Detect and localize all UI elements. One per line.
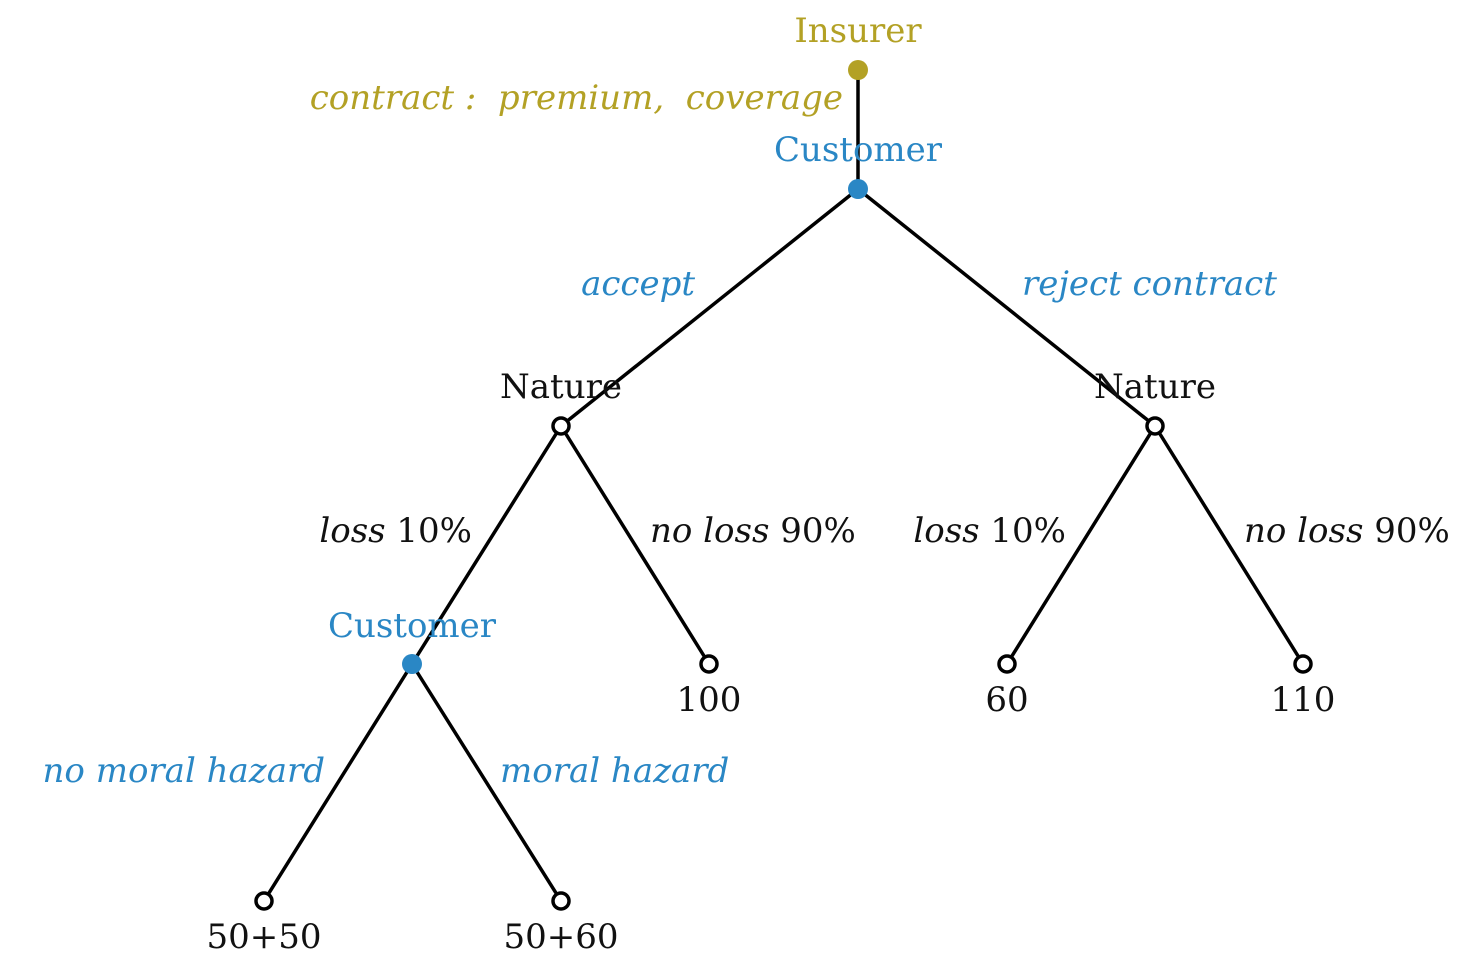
reject-action-label: reject contract [1022,264,1277,304]
nature-label-right: Nature [1094,367,1216,407]
left-noloss-percent: 90% [780,511,856,551]
left-loss-label: loss 10% [319,511,472,551]
no-moral-hazard-label: no moral hazard [43,751,325,791]
insurer-label: Insurer [794,11,922,51]
payoff-left-noloss: 100 [677,680,742,720]
customer-node-top [848,179,868,199]
payoff-right-noloss: 110 [1271,680,1336,720]
terminal-node-left-noloss [699,654,719,674]
customer-label-top: Customer [774,130,943,170]
customer-label-bottom: Customer [328,606,497,646]
left-noloss-word: no loss [650,511,769,551]
right-noloss-label: no loss 90% [1244,511,1450,551]
edge-right-noloss [1153,424,1305,666]
accept-action-label: accept [581,264,695,304]
right-noloss-percent: 90% [1374,511,1450,551]
nature-node-right [1145,416,1165,436]
terminal-node-right-loss [997,654,1017,674]
edge-accept [559,187,860,428]
contract-action-label: contract : premium, coverage [310,78,843,118]
edge-left-loss [410,424,563,666]
left-loss-word: loss [319,511,385,551]
right-noloss-word: no loss [1244,511,1363,551]
edge-moral-hazard [410,662,563,903]
payoff-moral-hazard: 50+60 [503,917,618,957]
left-noloss-label: no loss 90% [650,511,856,551]
edge-no-moral-hazard [262,662,414,903]
terminal-node-moral-hazard [551,891,571,911]
left-loss-percent: 10% [396,511,472,551]
nature-label-left: Nature [500,367,622,407]
right-loss-percent: 10% [990,511,1066,551]
payoff-right-loss: 60 [985,680,1028,720]
customer-node-bottom [402,654,422,674]
terminal-node-no-moral-hazard [254,891,274,911]
edge-right-loss [1005,424,1157,666]
right-loss-word: loss [913,511,979,551]
right-loss-label: loss 10% [913,511,1066,551]
moral-hazard-label: moral hazard [500,751,729,791]
edge-left-noloss [559,424,711,666]
edge-reject [856,187,1157,428]
nature-node-left [551,416,571,436]
terminal-node-right-noloss [1293,654,1313,674]
insurer-node [848,60,868,80]
payoff-no-moral-hazard: 50+50 [206,917,321,957]
